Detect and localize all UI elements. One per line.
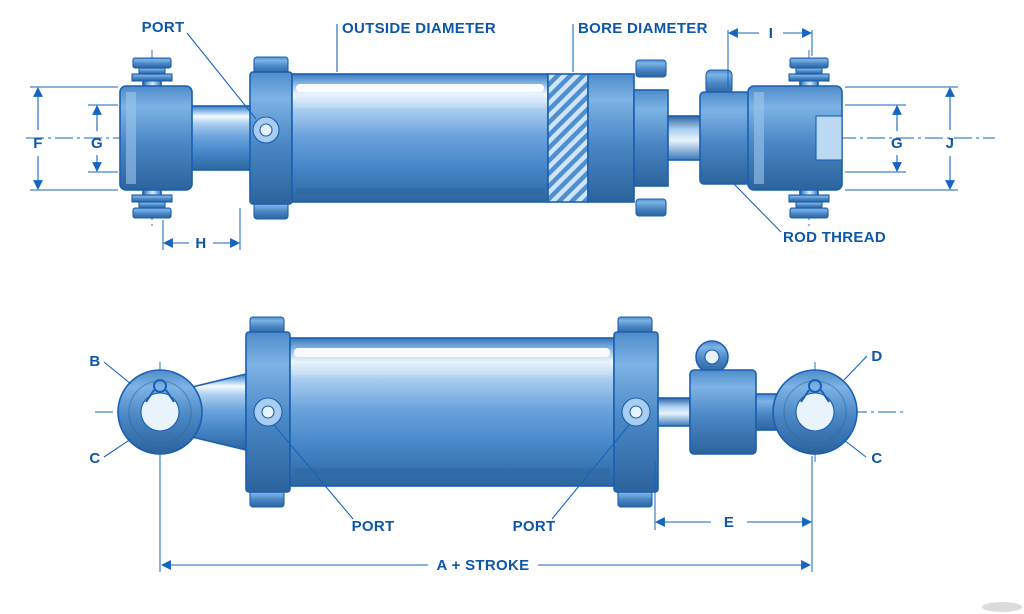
leader-B	[103, 361, 132, 385]
piston-rod-side	[667, 115, 703, 161]
tube-highlight	[296, 84, 544, 92]
pin-washer-bottom-3	[789, 207, 829, 219]
clevis-pin-hole	[704, 349, 720, 365]
tube-sheen	[296, 94, 544, 108]
side-view-dimensions: F G H I G J PORT OUTSIDE DIAMETER BORE D…	[30, 19, 958, 252]
pin-washer-top-2	[138, 67, 166, 75]
pin-washer-top-1	[132, 57, 172, 69]
leader-C-left	[103, 438, 132, 458]
tube-sheen	[294, 359, 610, 375]
tie-rod-nut	[635, 198, 667, 217]
dim-label-J: J	[946, 135, 955, 152]
cotter-pin-left-icon	[145, 379, 175, 403]
leader-D	[843, 355, 868, 381]
pin-washer-top-1	[789, 57, 829, 69]
rod-clevis-highlight	[754, 92, 764, 184]
rod-clevis-slot	[815, 115, 843, 161]
ext-lines-G-right	[845, 104, 906, 173]
pin-washer-top-3	[788, 73, 830, 82]
ext-lines-I	[727, 30, 813, 88]
dim-label-B: B	[89, 353, 100, 370]
pin-washer-bottom-2	[795, 201, 823, 209]
tie-rod-nut	[635, 59, 667, 78]
rod-eye-hole	[795, 392, 835, 432]
tube-shadow	[296, 188, 544, 194]
port-hole-side	[259, 123, 273, 137]
side-view	[26, 50, 995, 226]
dim-label-H: H	[195, 235, 206, 252]
cap-eye-hole	[140, 392, 180, 432]
label-bore-diameter: BORE DIAMETER	[578, 20, 708, 37]
leader-C-right	[843, 439, 867, 458]
top-view	[95, 316, 905, 508]
ext-lines-F	[30, 86, 118, 191]
dim-label-A-stroke: A + STROKE	[437, 557, 530, 574]
cap-clevis-arm	[187, 105, 253, 171]
cap-clevis-fork	[119, 85, 193, 191]
cotter-pin-right-icon	[800, 379, 830, 403]
tube-shadow	[294, 468, 610, 475]
top-view-dimensions: B C D C PORT PORT E A + STROKE	[89, 348, 882, 574]
label-port-bottom-right: PORT	[513, 518, 556, 535]
dim-label-E: E	[724, 514, 734, 531]
leader-port-bottom-right	[551, 424, 630, 520]
leader-port-bottom-left	[273, 424, 354, 520]
label-outside-diameter: OUTSIDE DIAMETER	[342, 20, 496, 37]
dim-label-G-right: G	[891, 135, 903, 152]
pin-washer-top-2	[795, 67, 823, 75]
dim-label-C-left: C	[89, 450, 100, 467]
bore-section-hatch	[547, 73, 589, 203]
head-end-flange	[587, 73, 635, 203]
pin-washer-bottom-1	[788, 194, 830, 203]
ext-lines-G-left	[88, 104, 118, 173]
dim-label-I: I	[769, 25, 773, 42]
rod-clevis-block	[689, 369, 757, 455]
ext-lines-J	[845, 86, 958, 191]
label-port-bottom-left: PORT	[352, 518, 395, 535]
pin-washer-bottom-3	[132, 207, 172, 219]
piston-rod-top	[657, 397, 691, 427]
port-hole-right	[629, 405, 643, 419]
leader-rod-thread	[732, 182, 782, 233]
pin-washer-bottom-2	[138, 201, 166, 209]
tube-highlight	[294, 348, 610, 357]
ext-lines-E	[654, 456, 813, 572]
dim-label-G-left: G	[91, 135, 103, 152]
dim-label-C-right: C	[871, 450, 882, 467]
port-hole-left	[261, 405, 275, 419]
cylinder-tube-top	[289, 337, 615, 487]
dim-label-F: F	[33, 135, 42, 152]
ext-lines-H	[162, 208, 241, 250]
cylinder-tube-side	[291, 73, 549, 203]
cap-clevis-highlight	[126, 92, 136, 184]
label-rod-thread: ROD THREAD	[783, 229, 886, 246]
pin-washer-bottom-1	[131, 194, 173, 203]
scan-smudge	[982, 602, 1022, 612]
rod-gland	[633, 89, 669, 187]
dim-label-D: D	[871, 348, 882, 365]
leader-port-top	[186, 32, 257, 120]
rod-clevis-body	[699, 91, 751, 185]
label-port-top: PORT	[142, 19, 185, 36]
pin-washer-top-3	[131, 73, 173, 82]
